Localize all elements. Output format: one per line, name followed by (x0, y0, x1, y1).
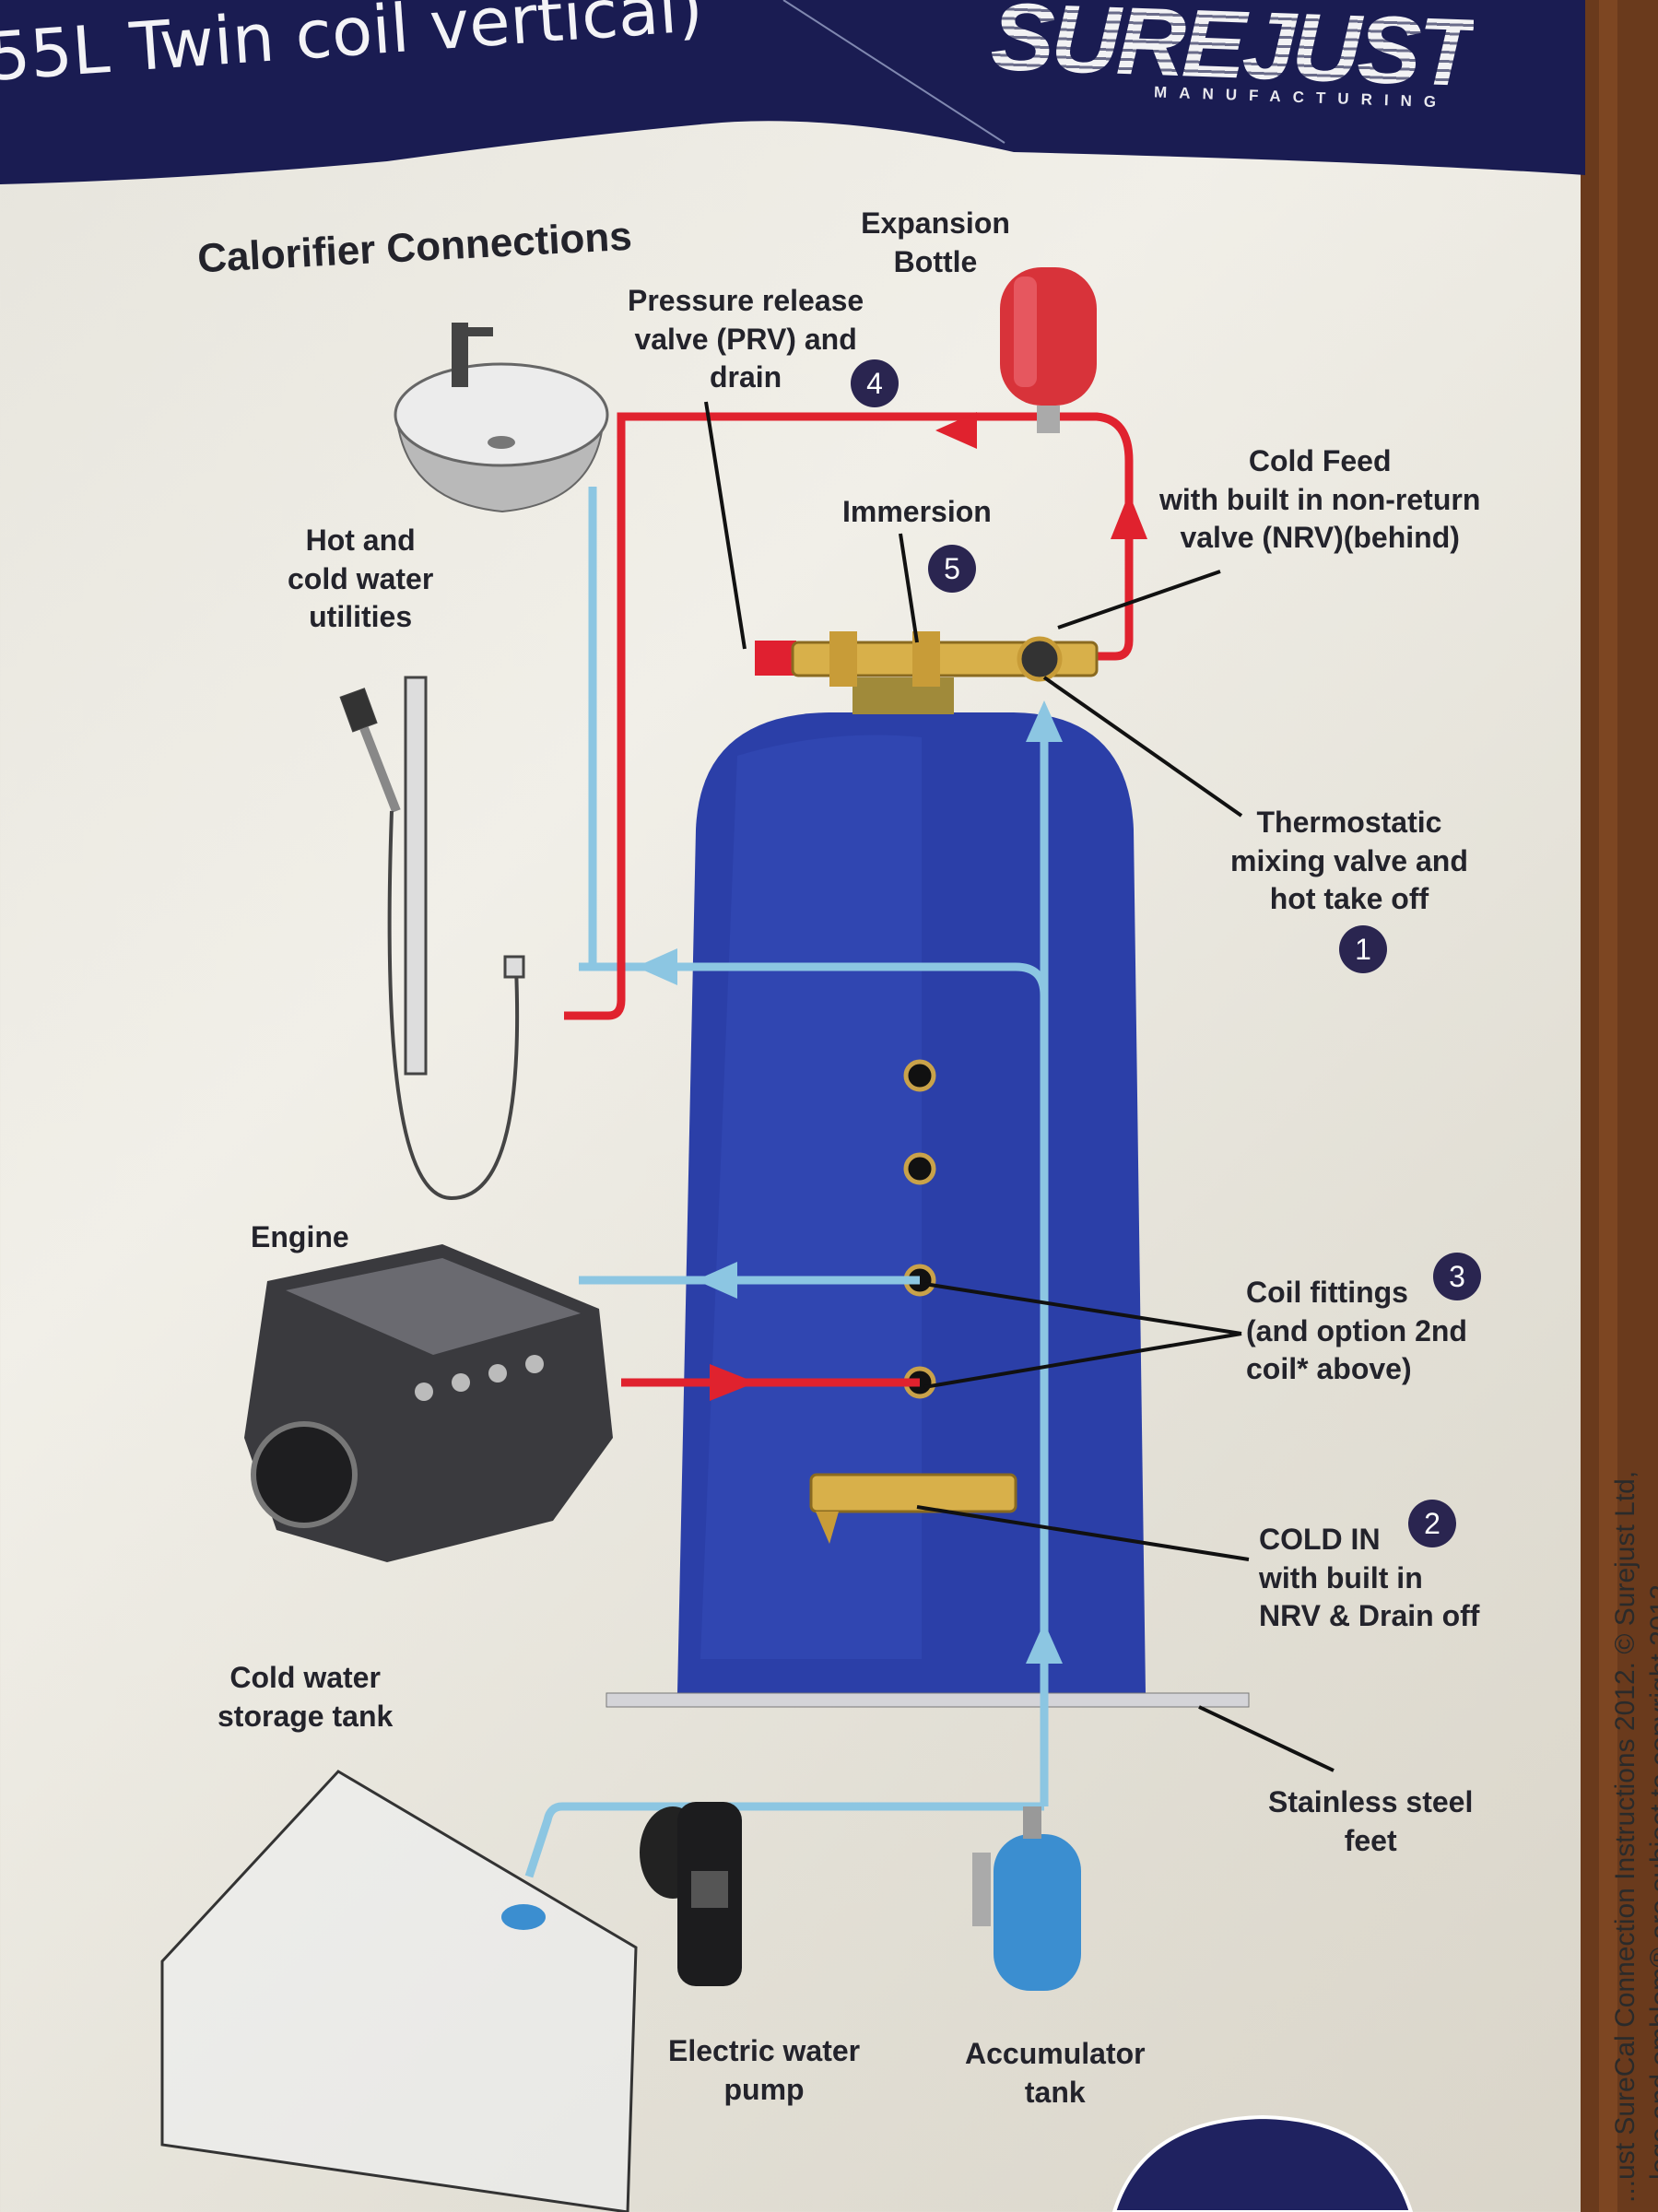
label-engine: Engine (251, 1220, 349, 1253)
label-line: hot take off (1269, 882, 1429, 916)
label-immersion: Immersion (842, 495, 992, 528)
thermostatic-valve-icon (1017, 636, 1063, 682)
storage-tank-icon (160, 1770, 638, 2212)
cold-in-fitting (809, 1473, 1017, 1544)
badge-4: 4 (851, 359, 899, 407)
label-line: (and option 2nd (1246, 1313, 1467, 1347)
label-cold-feed: Cold Feed with built in non-return valve… (1159, 442, 1480, 558)
label-pump: Electric water pump (668, 2032, 860, 2109)
stainless-feet (606, 1692, 1250, 1708)
label-feet: Stainless steel feet (1268, 1783, 1473, 1860)
label-line: Coil fittings (1246, 1276, 1408, 1309)
valve-assembly (755, 631, 1099, 714)
label-line: COLD IN (1259, 1523, 1381, 1556)
accumulator-tank-icon (972, 1806, 1081, 1991)
label-accumulator: Accumulator tank (965, 2035, 1146, 2112)
label-cold-in: COLD IN with built in NRV & Drain off (1259, 1521, 1479, 1636)
hot-pipes (564, 412, 1134, 1387)
label-line: Hot and (305, 524, 416, 557)
label-line: Cold Feed (1248, 444, 1392, 477)
expansion-bottle-icon (1000, 267, 1097, 433)
wood-edge (1581, 0, 1658, 2212)
label-line: coil* above) (1246, 1352, 1412, 1386)
label-line: Electric water (668, 2034, 861, 2067)
label-line: utilities (309, 600, 413, 634)
label-thermostatic: Thermostatic mixing valve and hot take o… (1230, 804, 1468, 919)
copyright-notice: ...ust SureCal Connection Instructions 2… (1608, 1471, 1658, 2203)
flow-arrows (636, 412, 1147, 1664)
label-line: Accumulator (965, 2037, 1146, 2070)
label-line: Thermostatic (1256, 806, 1442, 839)
label-line: NRV & Drain off (1259, 1599, 1480, 1633)
tank-outlet (501, 1904, 546, 1930)
label-prv: Pressure release valve (PRV) and drain (628, 282, 864, 397)
label-line: feet (1344, 1823, 1397, 1857)
label-line: Pressure release (628, 284, 864, 317)
badge-5: 5 (928, 545, 976, 593)
label-line: Stainless steel (1268, 1785, 1474, 1818)
label-line: tank (1024, 2075, 1086, 2109)
label-utilities: Hot and cold water utilities (288, 522, 433, 637)
label-expansion-bottle: Expansion Bottle (861, 206, 1010, 278)
label-storage-tank: Cold water storage tank (218, 1659, 393, 1735)
copyright-line: ...logo and emblem® are subject to copyr… (1644, 1584, 1658, 2203)
label-line: with built in non-return (1159, 482, 1481, 516)
label-line: Cold water (229, 1661, 381, 1694)
shower-icon (339, 676, 525, 1201)
leader-lines (704, 401, 1335, 1772)
badge-1: 1 (1339, 925, 1387, 973)
label-line: cold water (288, 561, 434, 595)
engine-icon (244, 1244, 613, 1562)
sink-icon (394, 323, 609, 513)
copyright-line: ...ust SureCal Connection Instructions 2… (1610, 1470, 1640, 2203)
label-line: drain (709, 360, 782, 394)
emblem-logo (1111, 2114, 1414, 2212)
header-band (0, 0, 1585, 184)
label-line: mixing valve and (1230, 843, 1468, 877)
crease (782, 0, 1005, 144)
badge-2: 2 (1408, 1500, 1456, 1547)
label-line: pump (723, 2072, 805, 2106)
electric-pump-icon (640, 1802, 742, 1986)
label-line: storage tank (218, 1699, 394, 1733)
badge-3: 3 (1433, 1253, 1481, 1300)
label-coil-fittings: Coil fittings (and option 2nd coil* abov… (1246, 1274, 1467, 1389)
label-line: valve (NRV)(behind) (1180, 521, 1460, 555)
calorifier-tank (677, 712, 1146, 1693)
label-line: with built in (1259, 1560, 1423, 1594)
label-line: valve (PRV) and (634, 322, 857, 356)
